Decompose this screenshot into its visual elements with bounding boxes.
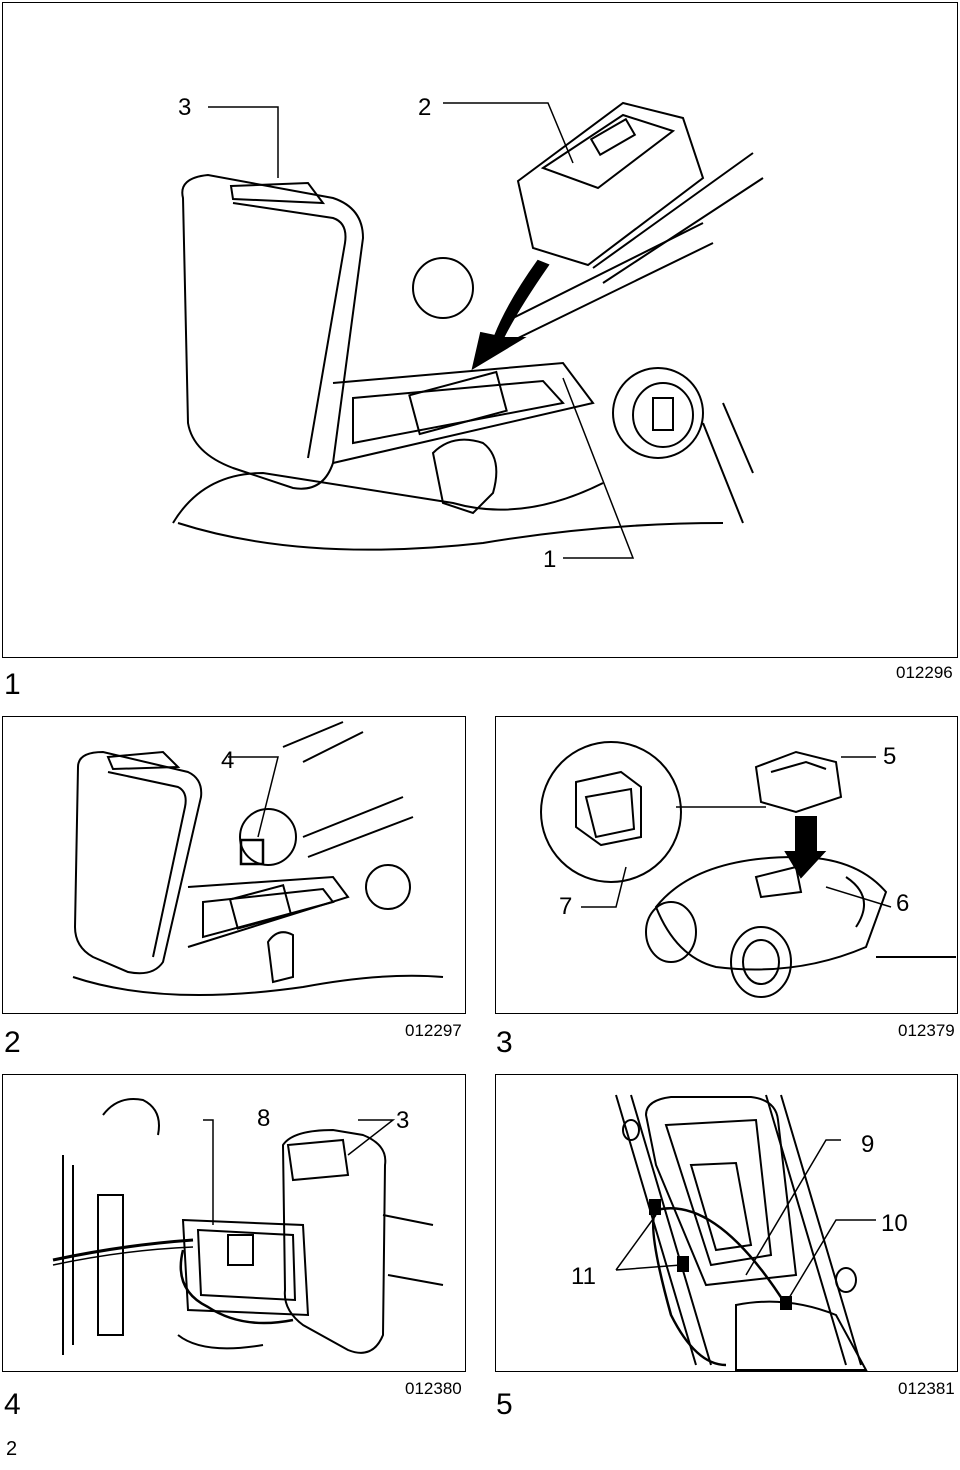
figure-5-callout-10: 10 <box>881 1210 908 1237</box>
figure-4-number: 4 <box>4 1388 21 1421</box>
mower-battery-insert-drawing <box>540 741 956 998</box>
figure-5-callout-11: 11 <box>571 1263 596 1290</box>
handle-cable-clips-drawing <box>615 1094 876 1371</box>
figure-1-number: 1 <box>4 668 21 701</box>
figure-4-callout-8: 8 <box>257 1105 271 1132</box>
figure-2-code: 012297 <box>405 1021 462 1040</box>
cable-routing-drawing <box>52 1098 444 1355</box>
figure-5-illustration: 9 10 11 <box>495 1074 958 1372</box>
cover-opened-drawing <box>72 721 444 996</box>
figure-2-callout-4: 4 <box>221 747 235 774</box>
figure-5-callout-9: 9 <box>861 1131 875 1158</box>
figure-3-number: 3 <box>496 1026 513 1059</box>
figure-1-code: 012296 <box>896 663 953 682</box>
figure-3-callout-6: 6 <box>896 890 910 917</box>
page-number: 2 <box>6 1438 18 1460</box>
figure-3-callout-7: 7 <box>559 893 573 920</box>
figure-4-illustration: 8 3 <box>2 1074 466 1372</box>
figure-3-code: 012379 <box>898 1021 955 1040</box>
figure-5-number: 5 <box>496 1388 513 1421</box>
figure-2-illustration: 4 <box>2 716 466 1014</box>
figure-5-code: 012381 <box>898 1379 955 1398</box>
figure-3-illustration: 5 6 7 <box>495 716 958 1014</box>
figure-1-callout-1: 1 <box>543 546 557 573</box>
figure-1-callout-2: 2 <box>418 94 432 121</box>
figure-1-callout-3: 3 <box>178 94 192 121</box>
figure-3-callout-5: 5 <box>883 743 897 770</box>
figure-1-illustration: 3 2 1 <box>2 2 958 658</box>
figure-4-code: 012380 <box>405 1379 462 1398</box>
mower-battery-compartment-drawing <box>172 101 764 559</box>
figure-4-callout-3: 3 <box>396 1107 410 1134</box>
figure-2-number: 2 <box>4 1026 21 1059</box>
